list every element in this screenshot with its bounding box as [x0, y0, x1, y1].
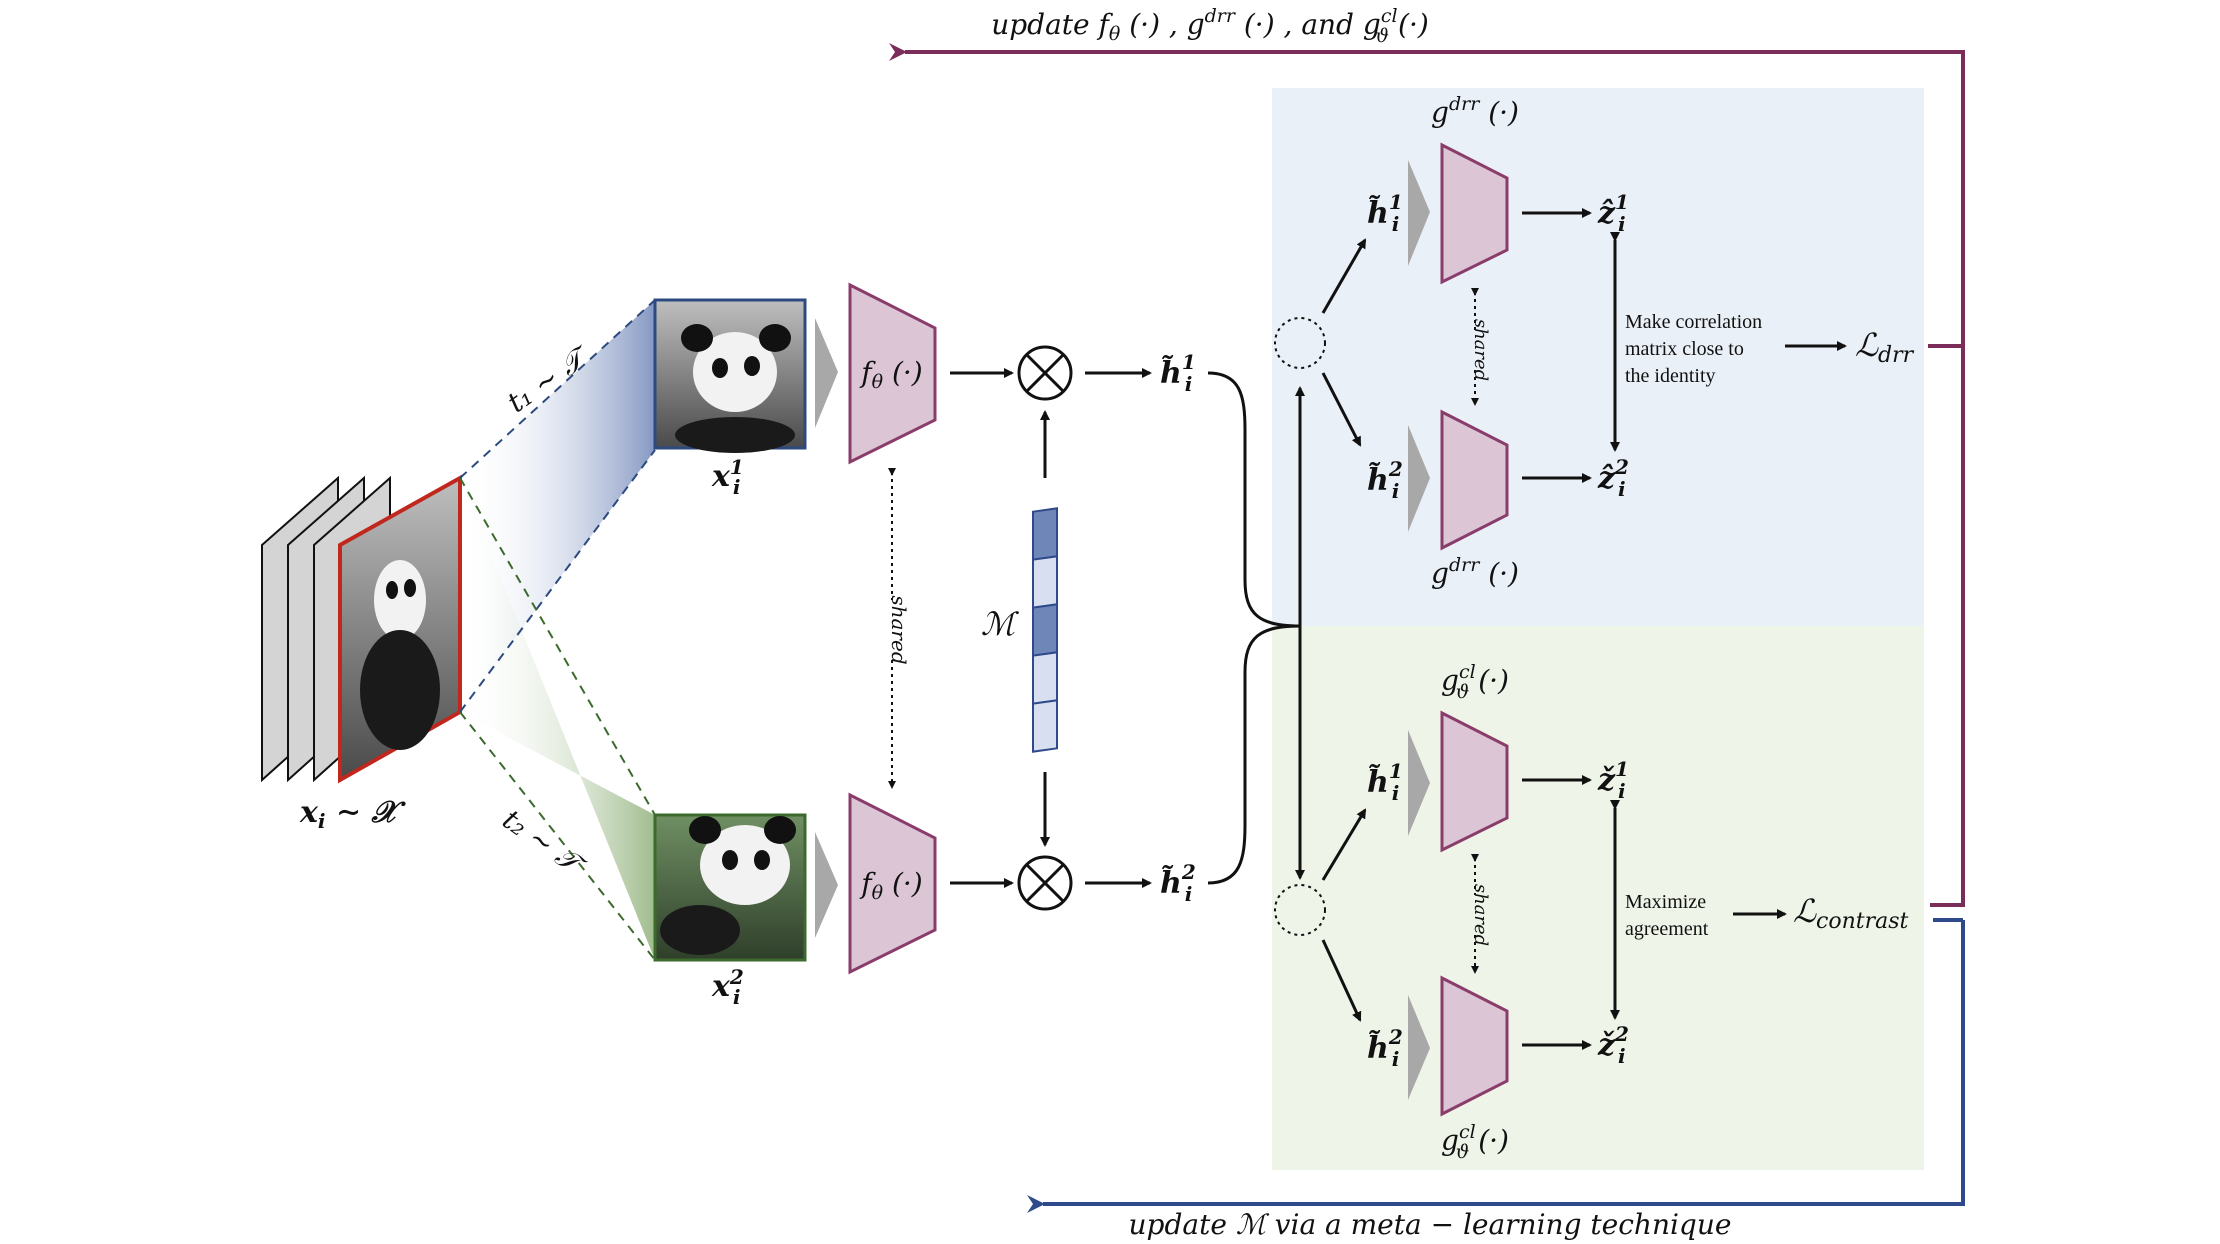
split-node-drr [1274, 317, 1326, 369]
encoder1-input-chevron [815, 318, 838, 428]
drr-head2-chevron [1408, 425, 1430, 532]
cl-head-top [1440, 710, 1509, 853]
mask-label: ℳ [981, 605, 1020, 643]
drr-head-top-label: gdrr (·) [1431, 93, 1519, 129]
mask-cell [1032, 651, 1058, 705]
bottom-caption: update ℳ via a meta − learning technique [1129, 1208, 1732, 1241]
input-image-stack [261, 474, 462, 784]
cl-head2-chevron [1408, 995, 1430, 1100]
cl-shared-label: shared [1470, 884, 1491, 946]
mask-cell [1032, 699, 1058, 753]
contrast-panel [1272, 626, 1924, 1170]
t2-label: t₂ ∼ 𝒯 [497, 803, 593, 884]
top-update-arrow [889, 43, 1965, 907]
bottom-update-arrow [1027, 918, 1965, 1213]
encoder-top [848, 282, 937, 465]
contrast-objective-text: Maximize agreement [1625, 891, 1711, 940]
split-node-contrast [1274, 884, 1326, 936]
drr-panel [1272, 88, 1924, 626]
drr-head-top [1440, 142, 1509, 285]
loss-drr-label: ℒdrr [1855, 326, 1915, 368]
drr-head1-chevron [1408, 160, 1430, 266]
green-view-fan [460, 478, 655, 960]
mask-vector [1032, 507, 1058, 753]
loss-contrast-label: ℒcontrast [1793, 892, 1909, 934]
encoder-shared-label: shared [887, 595, 911, 664]
view1-image [653, 298, 807, 453]
encoder2-input-chevron [815, 832, 838, 938]
multiply-bottom [1017, 855, 1073, 911]
cl-head-bottom [1440, 975, 1509, 1117]
mask-cell [1032, 555, 1058, 609]
encoder-bottom [848, 792, 937, 975]
mask-cell [1032, 507, 1058, 561]
drr-objective-text: Make correlation matrix close to the ide… [1625, 311, 1767, 387]
merge-brace [1207, 371, 1301, 885]
view2-image [653, 813, 807, 962]
cl-head1-chevron [1408, 730, 1430, 836]
mask-cell [1032, 603, 1058, 657]
drr-head-bottom-label: gdrr (·) [1431, 554, 1519, 590]
drr-shared-label: shared [1470, 319, 1491, 381]
encoder-bottom-label: fθ (·) [859, 867, 922, 904]
drr-head-bottom [1440, 409, 1509, 551]
encoder-top-label: fθ (·) [859, 356, 922, 393]
input-label: xi ∼ 𝒳 [299, 795, 407, 833]
multiply-top [1017, 345, 1073, 401]
